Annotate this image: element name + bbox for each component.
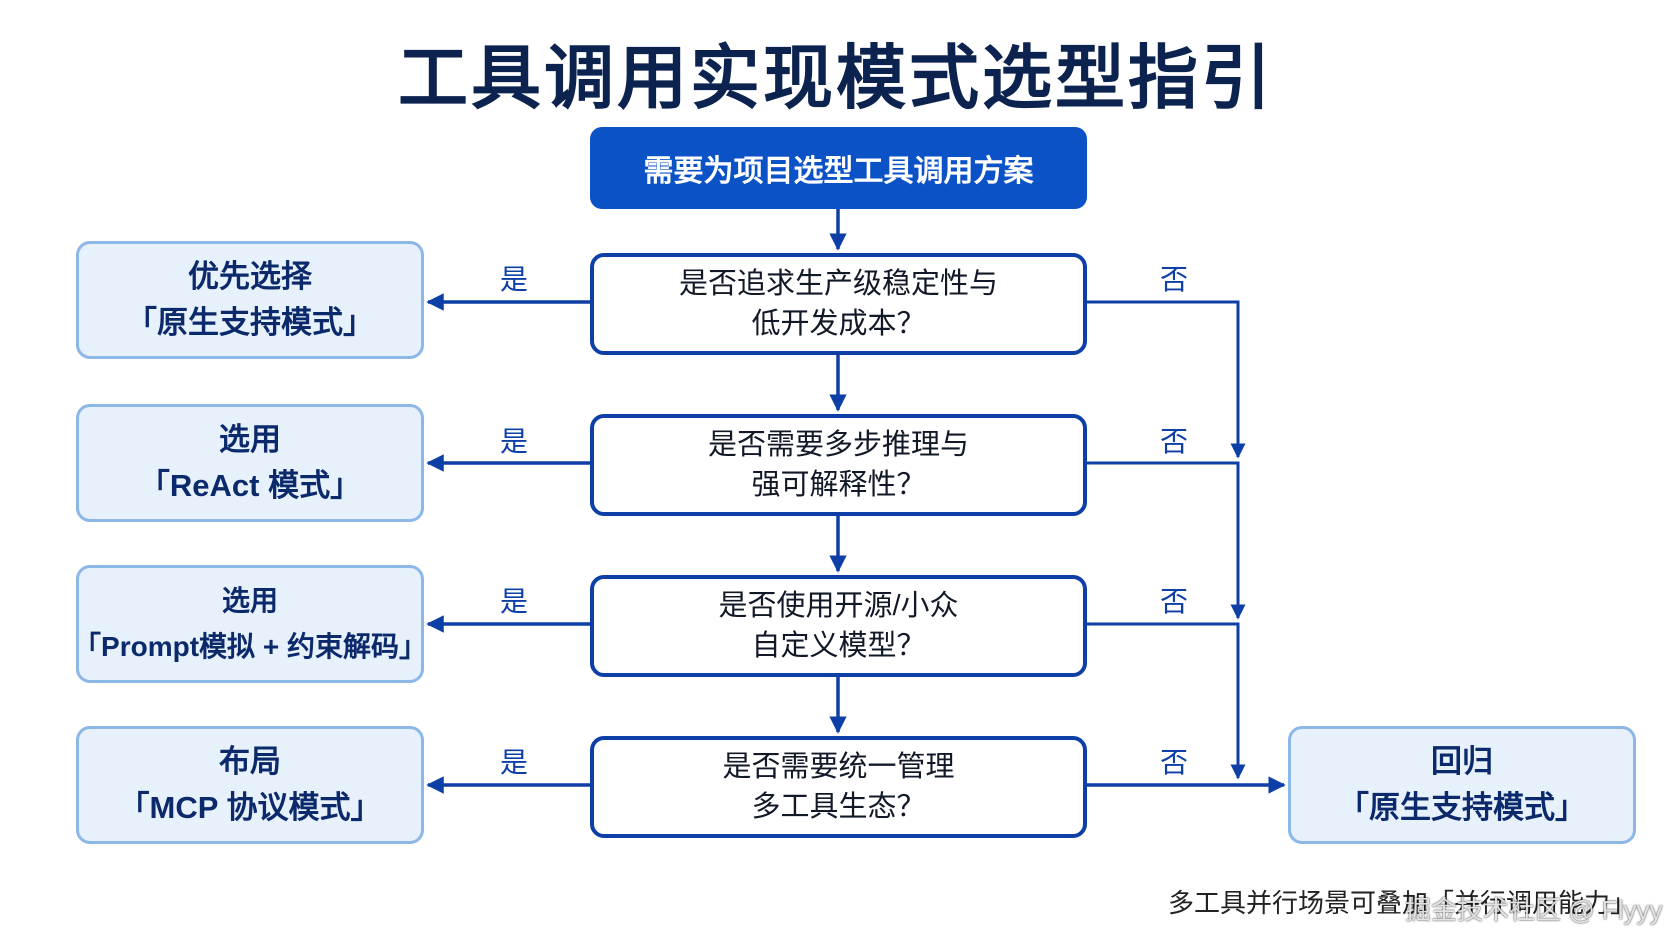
decision-line1: 是否需要多步推理与 [707,429,969,461]
result-line2: 「原生支持模式」 [1338,790,1586,825]
decision-line1: 是否使用开源/小众 [718,590,959,622]
result-line2: 「ReAct 模式」 [138,468,362,503]
decision-node-4: 是否需要统一管理 多工具生态？ [590,736,1087,838]
result-line1: 选用 [221,585,278,616]
yes-label: 是 [500,747,529,778]
no-label: 否 [1160,586,1189,617]
result-line2: 「原生支持模式」 [126,305,374,340]
result-node-fallback: 回归 「原生支持模式」 [1288,726,1636,844]
decision-node-3: 是否使用开源/小众 自定义模型？ [590,575,1087,677]
diagram-title: 工具调用实现模式选型指引 [398,39,1274,117]
decision-node-2: 是否需要多步推理与 强可解释性？ [590,414,1087,516]
yes-label: 是 [500,586,529,617]
decision-line2: 强可解释性？ [751,469,926,501]
no-label: 否 [1160,426,1189,457]
decision-line2: 低开发成本？ [751,308,926,340]
result-line2: 「Prompt模拟 + 约束解码」 [73,631,427,662]
result-node-react: 选用 「ReAct 模式」 [76,404,424,522]
watermark: 掘金技术社区 @ Flyyy [1405,895,1663,925]
decision-line2: 自定义模型？ [751,630,926,662]
result-node-mcp: 布局 「MCP 协议模式」 [76,726,424,844]
result-node-prompt: 选用 「Prompt模拟 + 约束解码」 [73,565,427,683]
no-label: 否 [1160,264,1189,295]
result-line2: 「MCP 协议模式」 [118,790,382,825]
decision-node-1: 是否追求生产级稳定性与 低开发成本？ [590,253,1087,355]
result-line1: 回归 [1431,744,1493,779]
no-branch-3 [1087,622,1246,780]
decision-line2: 多工具生态？ [751,791,926,823]
result-line1: 优先选择 [188,259,312,294]
start-node-text: 需要为项目选型工具调用方案 [643,155,1034,188]
no-branch-2 [1087,461,1246,620]
result-line1: 布局 [219,744,281,779]
yes-label: 是 [500,426,529,457]
result-line1: 选用 [219,422,281,457]
start-node: 需要为项目选型工具调用方案 [590,127,1087,209]
decision-line1: 是否追求生产级稳定性与 [678,268,998,300]
decision-line1: 是否需要统一管理 [722,751,955,783]
result-node-native: 优先选择 「原生支持模式」 [76,241,424,359]
footnote: 多工具并行场景可叠加「并行调用能力」 [1168,888,1637,918]
no-label: 否 [1160,747,1189,778]
no-branch-1 [1087,300,1246,459]
yes-label: 是 [500,264,529,295]
